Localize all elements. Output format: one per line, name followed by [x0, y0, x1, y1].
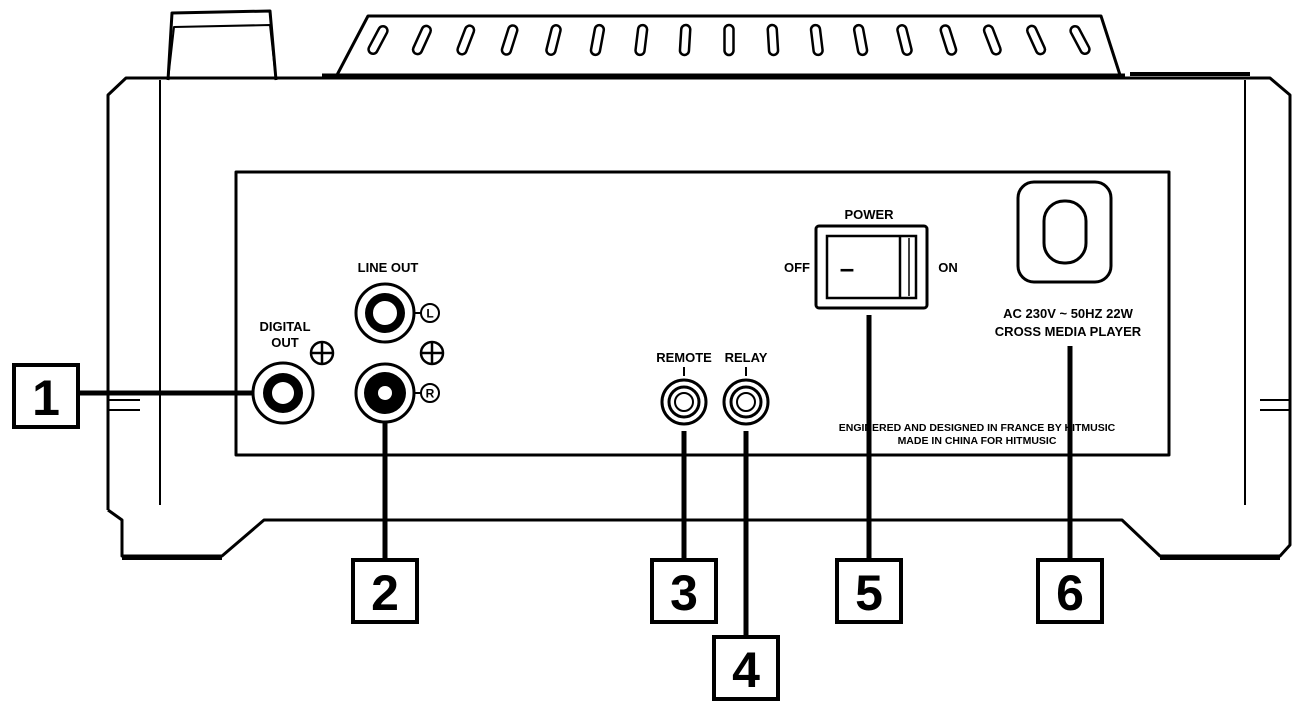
callout-number-4: 4: [732, 642, 760, 698]
ground-symbol-icon: [309, 340, 335, 366]
callout-number-1: 1: [32, 370, 60, 426]
line-out-label: LINE OUT: [358, 260, 419, 275]
callout-number-3: 3: [670, 565, 698, 621]
callout-number-6: 6: [1056, 565, 1084, 621]
relay-group: RELAY: [722, 350, 770, 426]
vent-slot: [678, 23, 692, 57]
digital-out-label-line2: OUT: [271, 335, 299, 350]
vent-slots: [367, 23, 1091, 57]
device-body: [106, 9, 1292, 560]
power-switch-group: POWER OFF ON –: [784, 207, 958, 310]
vent-slot: [1025, 24, 1047, 56]
callout-number-5: 5: [855, 565, 883, 621]
relay-label: RELAY: [725, 350, 768, 365]
power-rating-text: AC 230V ~ 50HZ 22W: [1003, 306, 1133, 321]
power-rocker-switch[interactable]: [814, 224, 929, 310]
callout-6: 6: [1036, 558, 1104, 624]
remote-label: REMOTE: [656, 350, 712, 365]
model-name-text: CROSS MEDIA PLAYER: [995, 324, 1142, 339]
remote-group: REMOTE: [656, 350, 712, 426]
vent-slot: [809, 23, 824, 57]
credit-line-2: MADE IN CHINA FOR HITMUSIC: [898, 435, 1057, 447]
power-label: POWER: [844, 207, 894, 222]
leader-lines: [80, 315, 1073, 637]
credit-line-1: ENGINERED AND DESIGNED IN FRANCE BY HITM…: [839, 422, 1116, 434]
callout-3: 3: [650, 558, 718, 624]
vent-slot: [411, 24, 433, 56]
connector-panel: [234, 170, 1171, 457]
vent-slot: [1069, 24, 1091, 56]
ground-symbol-icon: [419, 340, 445, 366]
body-bottom: [107, 508, 1292, 558]
ac-inlet-group: AC 230V ~ 50HZ 22W CROSS MEDIA PLAYER EN…: [839, 180, 1142, 447]
digital-out-label-line1: DIGITAL: [259, 319, 310, 334]
vent-slot: [896, 24, 913, 56]
digital-out-jack[interactable]: [251, 361, 315, 425]
vent-slot: [545, 24, 562, 56]
callout-number-2: 2: [371, 565, 399, 621]
callout-1: 1: [12, 363, 80, 429]
channel-left-letter: L: [426, 307, 433, 321]
vented-top: [322, 14, 1125, 77]
vent-slot: [939, 24, 958, 56]
on-label: ON: [938, 260, 958, 275]
channel-right-letter: R: [426, 387, 435, 401]
vent-slot: [500, 24, 519, 56]
callout-2: 2: [351, 558, 419, 624]
line-out-left-jack[interactable]: [354, 282, 416, 344]
vent-slot: [589, 23, 606, 57]
vent-slot: [723, 23, 735, 57]
remote-jack[interactable]: [660, 378, 708, 426]
ac-power-inlet[interactable]: [1016, 180, 1113, 284]
vent-slot: [456, 24, 476, 56]
channel-left-icon: L: [414, 303, 440, 323]
callout-5: 5: [835, 558, 903, 624]
digital-out-group: DIGITAL OUT: [251, 319, 335, 425]
line-out-group: LINE OUT L R: [354, 260, 445, 424]
vent-slot: [852, 23, 869, 57]
callout-4: 4: [712, 635, 780, 701]
top-knob: [166, 9, 278, 81]
off-label: OFF: [784, 260, 810, 275]
vent-slot: [982, 24, 1002, 56]
vent-slot: [634, 23, 649, 57]
body-outline: [106, 76, 1292, 510]
vent-slot: [367, 24, 389, 56]
relay-jack[interactable]: [722, 378, 770, 426]
switch-off-mark: –: [840, 253, 854, 283]
channel-right-icon: R: [414, 383, 440, 403]
line-out-right-jack[interactable]: [354, 362, 416, 424]
vent-slot: [766, 23, 780, 57]
